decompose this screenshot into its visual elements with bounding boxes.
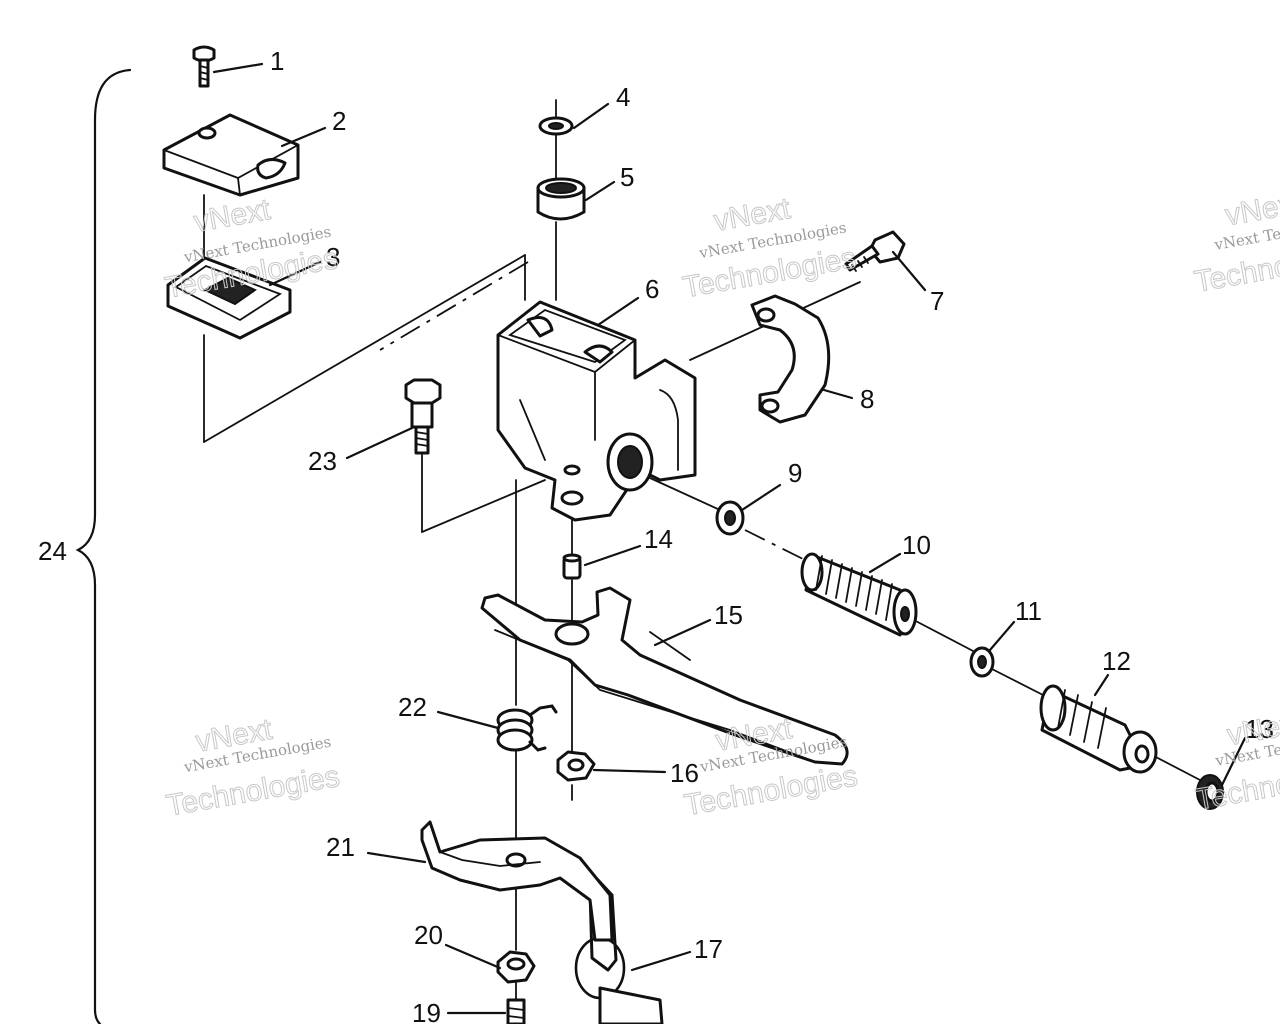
leader-lines xyxy=(212,62,1247,1015)
callout-labels: 1 2 3 4 5 6 7 8 9 10 11 12 13 14 15 16 1… xyxy=(38,46,1274,1024)
callout-1: 1 xyxy=(270,46,284,76)
callout-14: 14 xyxy=(644,524,673,554)
watermark: vNext Technologies vNext Technologies xyxy=(1191,186,1280,299)
nut-part-20 xyxy=(496,950,536,984)
lever-part-15 xyxy=(480,586,849,766)
torsion-spring-part-22 xyxy=(496,704,558,752)
callout-17: 17 xyxy=(694,934,723,964)
callout-3: 3 xyxy=(326,242,340,272)
callout-12: 12 xyxy=(1102,646,1131,676)
nut-part-16 xyxy=(556,750,596,782)
diaphragm-part-3 xyxy=(166,256,292,340)
screw-part-1 xyxy=(192,45,216,88)
callout-19: 19 xyxy=(412,998,441,1024)
ring-part-13 xyxy=(1196,774,1224,810)
callout-9: 9 xyxy=(788,458,802,488)
watermark: vNext Technologies vNext Technologies xyxy=(680,192,859,305)
callout-21: 21 xyxy=(326,832,355,862)
spring-part-10 xyxy=(800,552,918,637)
callout-22: 22 xyxy=(398,692,427,722)
reservoir-cover-part-2 xyxy=(162,113,300,197)
callout-20: 20 xyxy=(414,920,443,950)
watermark: vNext Technologies vNext Technologies xyxy=(1193,706,1280,817)
callout-23: 23 xyxy=(308,446,337,476)
assembly-bracket xyxy=(75,68,132,1024)
callout-2: 2 xyxy=(332,106,346,136)
watermark: vNext Technologies vNext Technologies xyxy=(163,712,342,823)
bushing-part-5 xyxy=(536,177,586,221)
washer-part-11 xyxy=(969,646,995,678)
callout-16: 16 xyxy=(670,758,699,788)
piston-part-12 xyxy=(1039,684,1158,774)
callout-13: 13 xyxy=(1245,714,1274,744)
bushing-part-14 xyxy=(562,553,582,580)
washer-part-4 xyxy=(538,116,574,136)
clamp-part-8 xyxy=(750,294,831,424)
washer-part-9 xyxy=(715,500,745,536)
callout-7: 7 xyxy=(930,286,944,316)
callout-10: 10 xyxy=(902,530,931,560)
master-cylinder-part-6 xyxy=(496,300,697,522)
pivot-bolt-part-23 xyxy=(404,378,442,455)
callout-11: 11 xyxy=(1015,596,1042,626)
alignment-lines xyxy=(203,99,1201,1003)
screw-part-19 xyxy=(506,998,526,1024)
callout-6: 6 xyxy=(645,274,659,304)
callout-15: 15 xyxy=(714,600,743,630)
callout-4: 4 xyxy=(616,82,630,112)
callout-5: 5 xyxy=(620,162,634,192)
callout-24: 24 xyxy=(38,536,67,566)
watermark: vNext Technologies vNext Technologies xyxy=(162,192,341,305)
callout-8: 8 xyxy=(860,384,874,414)
bracket-part-21 xyxy=(420,820,614,942)
